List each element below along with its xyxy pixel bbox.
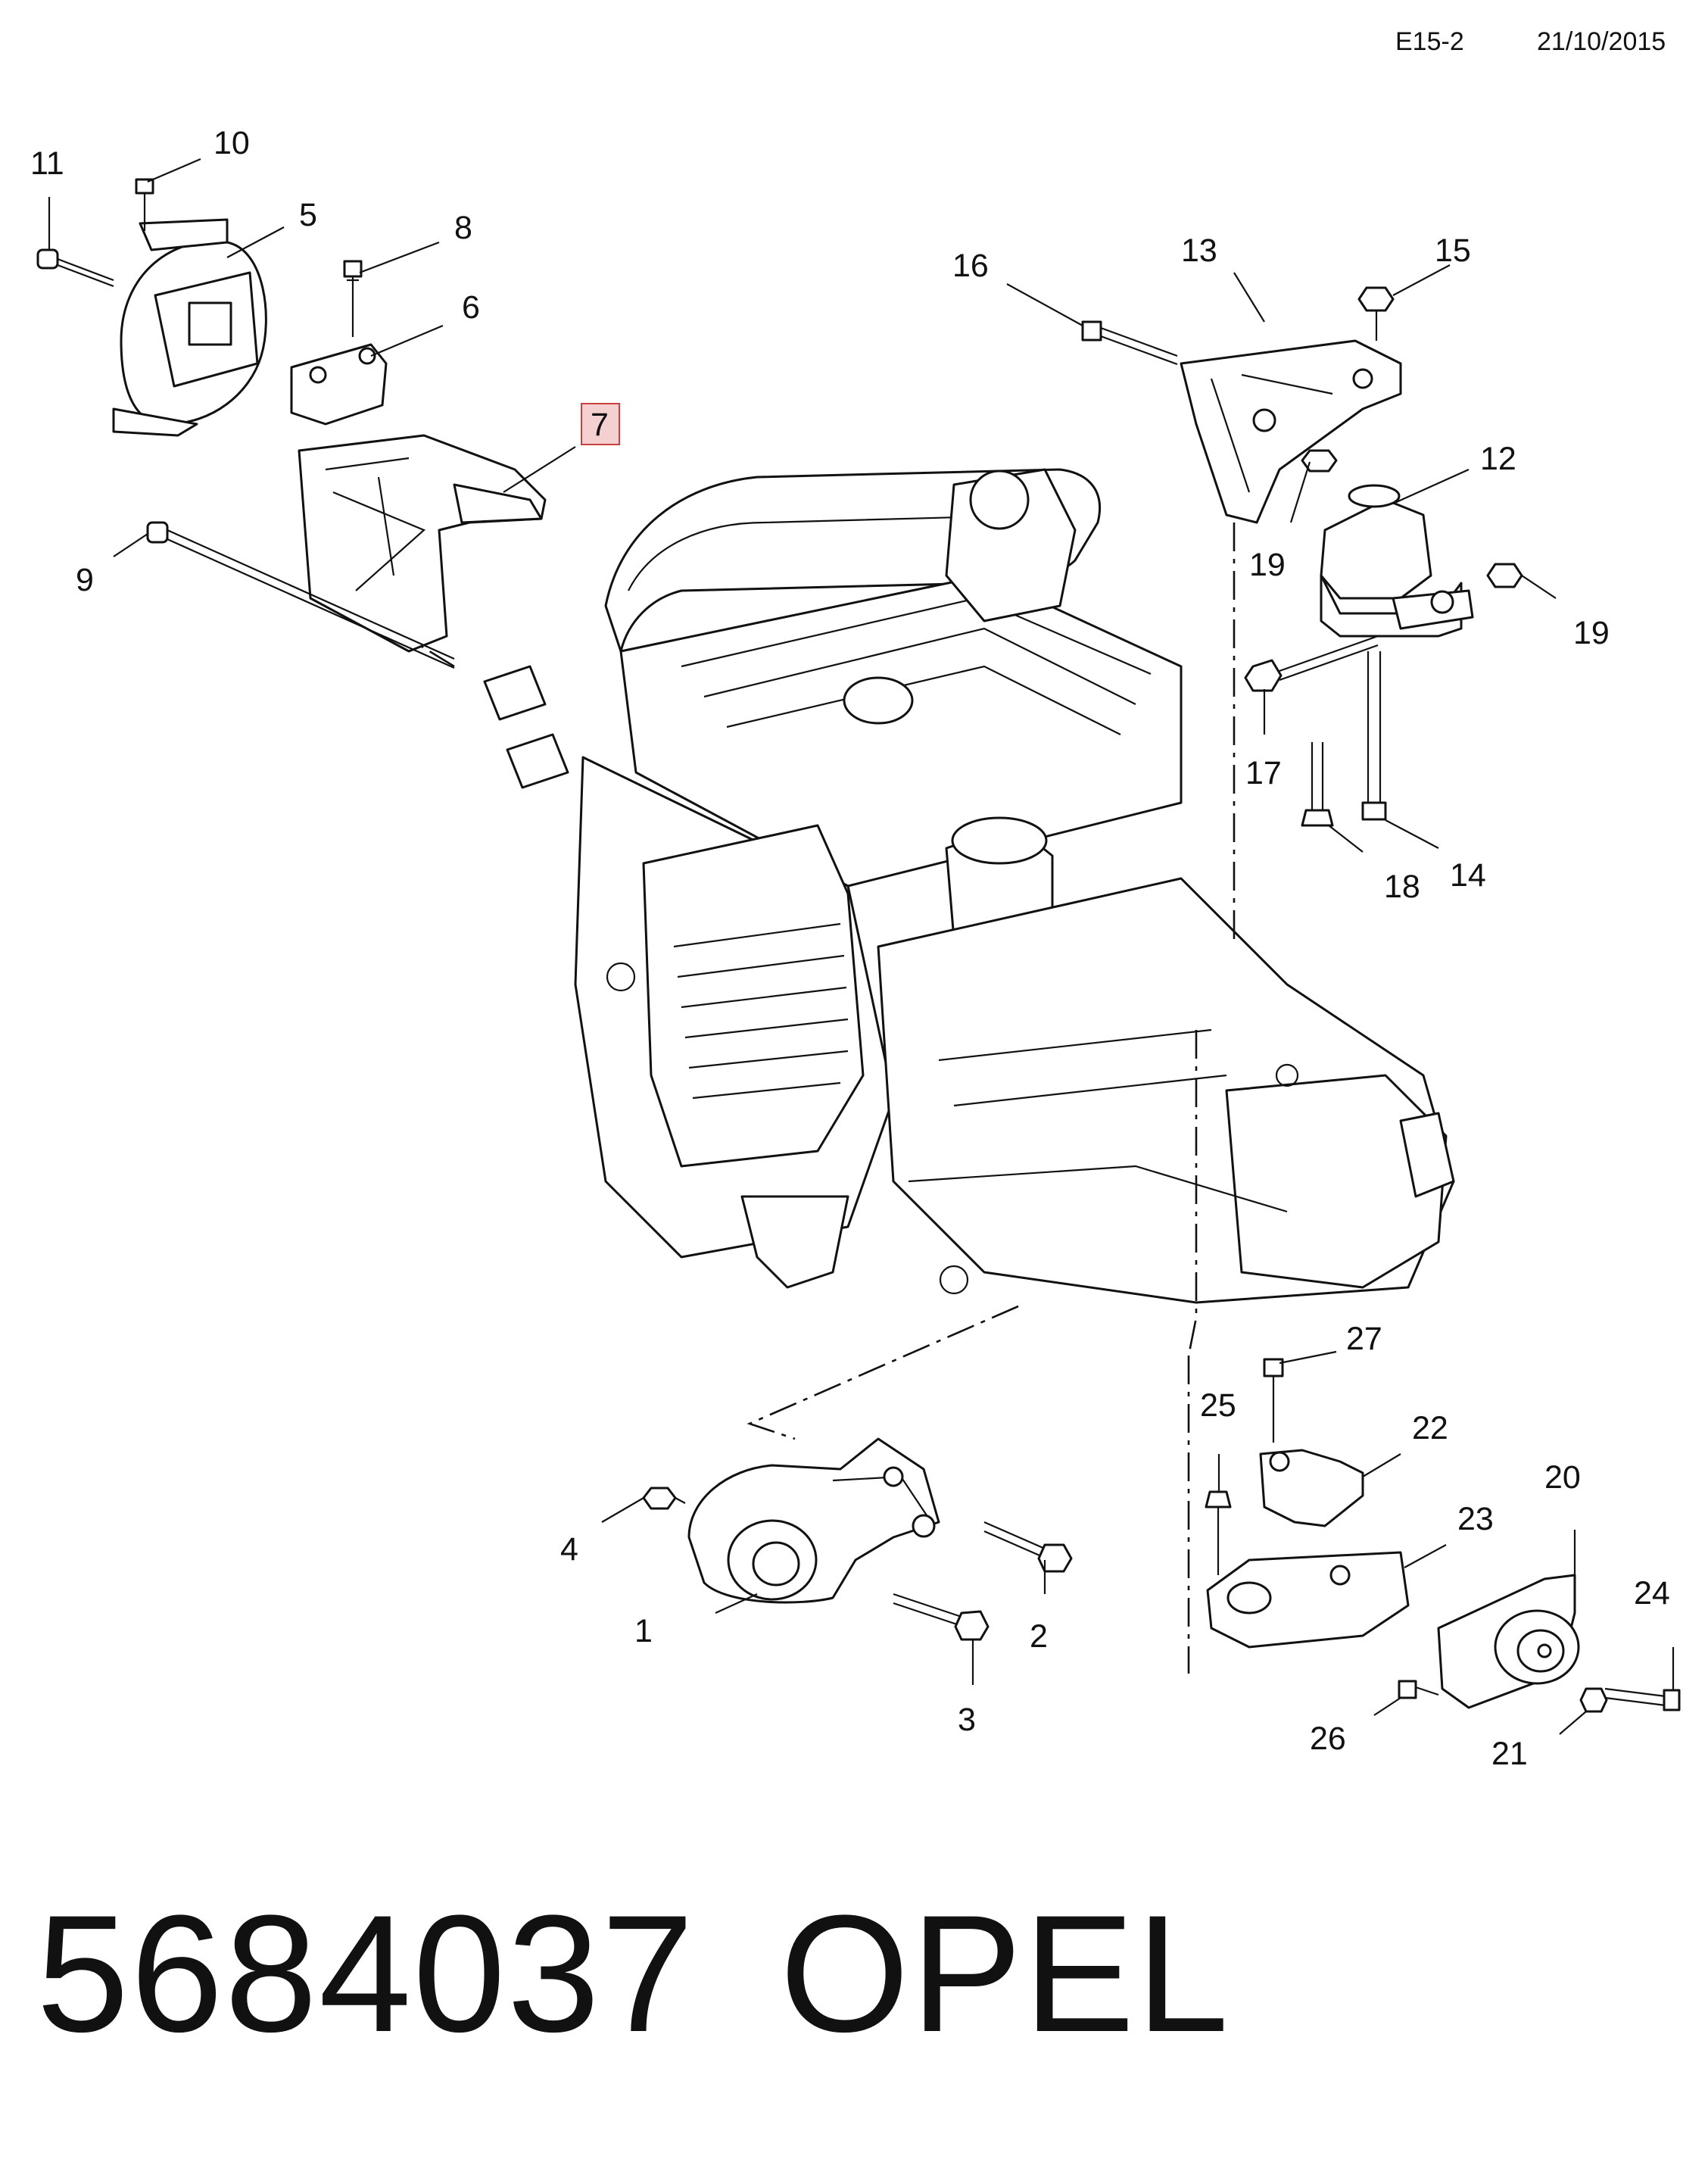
bolt-16 bbox=[1081, 320, 1178, 366]
bolt-14 bbox=[1361, 651, 1387, 821]
bolt-10 bbox=[135, 178, 154, 231]
part-6-bracket bbox=[290, 343, 388, 426]
callout-19-left: 19 bbox=[1249, 547, 1286, 583]
part-22-bracket bbox=[1259, 1449, 1364, 1527]
sheet-date: 21/10/2015 bbox=[1537, 27, 1666, 56]
part-number: 5684037 bbox=[36, 1880, 696, 2067]
part-12-mount bbox=[1320, 484, 1474, 638]
callout-9: 9 bbox=[76, 562, 94, 598]
nut-4 bbox=[642, 1487, 686, 1510]
part-20-mount bbox=[1437, 1574, 1580, 1709]
callout-14: 14 bbox=[1450, 857, 1486, 894]
callout-3: 3 bbox=[958, 1702, 976, 1738]
callout-26: 26 bbox=[1310, 1721, 1346, 1757]
callout-23: 23 bbox=[1457, 1501, 1494, 1537]
callout-10: 10 bbox=[214, 125, 250, 161]
callout-15: 15 bbox=[1435, 232, 1471, 269]
callout-2: 2 bbox=[1030, 1618, 1048, 1655]
callout-12: 12 bbox=[1480, 441, 1516, 477]
callout-17: 17 bbox=[1245, 755, 1282, 791]
callout-18: 18 bbox=[1384, 869, 1420, 905]
callout-24: 24 bbox=[1634, 1575, 1670, 1611]
bolt-25 bbox=[1205, 1490, 1232, 1575]
callout-5: 5 bbox=[299, 197, 317, 233]
callout-labels: 1 2 3 4 5 6 7 8 9 10 11 12 13 14 15 16 1… bbox=[30, 125, 1670, 1772]
engine-assembly bbox=[483, 468, 1455, 1304]
bolt-17 bbox=[1244, 635, 1379, 692]
part-23-bracket bbox=[1206, 1551, 1410, 1649]
callout-16: 16 bbox=[952, 248, 989, 284]
callout-21: 21 bbox=[1491, 1736, 1528, 1772]
callout-7: 7 bbox=[591, 407, 609, 443]
part-7-bracket bbox=[298, 434, 547, 653]
callout-13: 13 bbox=[1181, 232, 1217, 269]
bolt-24 bbox=[1604, 1687, 1681, 1711]
part-5-mount bbox=[112, 218, 267, 437]
callout-19-right: 19 bbox=[1573, 615, 1610, 651]
callout-11: 11 bbox=[30, 145, 64, 182]
bolt-18 bbox=[1301, 742, 1334, 827]
callout-6: 6 bbox=[462, 289, 480, 326]
bolt-8 bbox=[343, 260, 363, 337]
bolt-2 bbox=[983, 1521, 1073, 1573]
nut-19-right bbox=[1486, 563, 1523, 588]
part-13-bracket bbox=[1180, 339, 1402, 524]
callout-27: 27 bbox=[1346, 1321, 1382, 1357]
bolt-3 bbox=[893, 1593, 990, 1641]
callout-1: 1 bbox=[634, 1613, 653, 1649]
leader-lines bbox=[48, 158, 1675, 1735]
callout-20: 20 bbox=[1544, 1459, 1581, 1496]
assembly-lines bbox=[317, 523, 1236, 1674]
brand-name: OPEL bbox=[780, 1880, 1230, 2067]
callout-22: 22 bbox=[1412, 1410, 1448, 1446]
sheet-code: E15-2 bbox=[1395, 27, 1464, 56]
callout-8: 8 bbox=[454, 210, 472, 246]
callout-7-highlight bbox=[581, 403, 620, 445]
callout-25: 25 bbox=[1200, 1387, 1236, 1424]
bolt-26 bbox=[1398, 1680, 1439, 1699]
bolt-11 bbox=[36, 248, 114, 288]
part-1-mount bbox=[687, 1437, 940, 1604]
nut-19-left bbox=[1301, 449, 1338, 473]
bolt-9 bbox=[146, 521, 455, 669]
nut-15 bbox=[1357, 286, 1395, 341]
bolt-27 bbox=[1263, 1358, 1284, 1443]
callout-4: 4 bbox=[560, 1531, 578, 1568]
nut-21 bbox=[1579, 1687, 1608, 1713]
